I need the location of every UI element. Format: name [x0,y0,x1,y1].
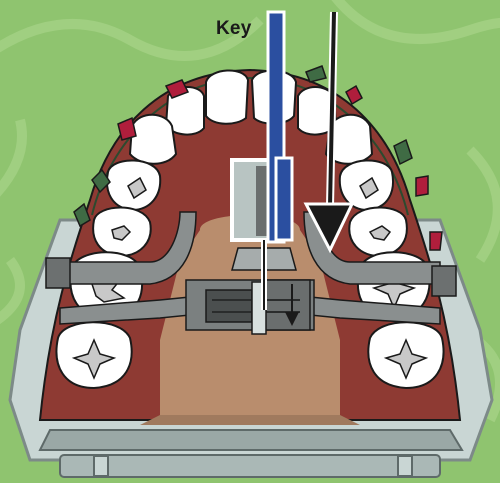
palate-front [140,415,360,425]
bracket-green-1 [306,66,326,82]
tray-right-clip [398,456,412,476]
bracket-red-2 [118,118,136,140]
bracket-green-3 [394,140,412,164]
band-right-upper [432,266,456,296]
bracket-red-4 [430,232,442,250]
bracket-red-3 [416,176,428,196]
band-left-upper [46,258,70,288]
screw-block-right [262,280,310,330]
screw-block-left [206,290,252,322]
tooth-canine-left [130,115,176,164]
bracket-red-5 [346,86,362,104]
tray-left-clip [94,456,108,476]
key-handle-base [276,158,292,240]
tray-foot [60,455,440,477]
tray-lower-rim [40,430,462,450]
key-label: Key [216,18,251,40]
tooth-incisor-left-central [206,70,248,123]
